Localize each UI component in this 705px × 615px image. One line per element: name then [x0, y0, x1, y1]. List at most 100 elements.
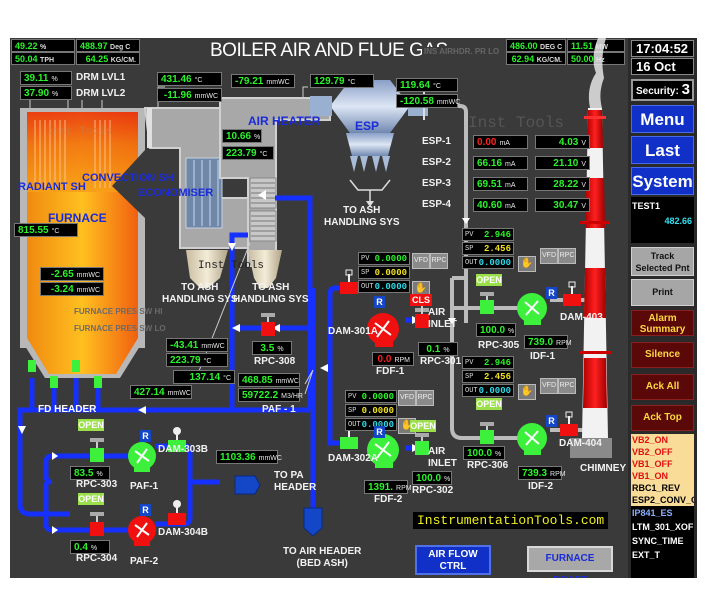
to-air-header-label: TO AIR HEADER(BED ASH) [283, 546, 361, 570]
alarm-item-unacked[interactable]: VB2_ON [632, 435, 669, 445]
idf2-rpc-button[interactable]: RPC [558, 378, 576, 394]
page-title: BOILER AIR AND FLUE GAS [210, 40, 448, 61]
value: 815.55 [18, 225, 49, 236]
fan-idf1 [517, 293, 547, 325]
rpc305-position: 100.0% [476, 323, 516, 337]
rpc306-open-status: OPEN [476, 398, 502, 410]
out-value: 0.0000 [361, 420, 394, 430]
fdf2-vfd-button[interactable]: VFD [398, 390, 416, 406]
unit: % [444, 476, 451, 483]
system-button[interactable]: System [631, 167, 694, 195]
idf1-vfd-button[interactable]: VFD [540, 248, 558, 264]
esp-field-name: ESP-3 [422, 178, 451, 189]
last-button[interactable]: Last [631, 136, 694, 164]
unit: % [51, 76, 58, 83]
paf1-remote-badge: R [140, 430, 151, 442]
event-item[interactable]: EXT_T [632, 550, 661, 560]
fdf1-vfd-button[interactable]: VFD [412, 253, 430, 269]
value: 1103.36 [220, 452, 256, 463]
ah-gas-temp-readout: 223.79°C [222, 146, 274, 160]
idf2-label: IDF-2 [528, 481, 553, 492]
furnace-draft-button[interactable]: FURNACE DRAFT [527, 546, 613, 578]
sp-label: SP [465, 245, 474, 253]
rpc301-position: 0.1% [418, 342, 458, 356]
to-pa-header-arrow [234, 475, 261, 495]
event-item[interactable]: IP841_ES [632, 508, 673, 518]
pv-value: 0.0000 [361, 392, 394, 402]
unit: RPM [556, 340, 572, 347]
rpc302-position: 100.0% [412, 471, 452, 485]
silence-button[interactable]: Silence [631, 342, 694, 368]
idf2-vfd-button[interactable]: VFD [540, 378, 558, 394]
valve-rpc303 [90, 438, 104, 462]
fan-paf1 [128, 442, 156, 472]
idf1-remote-badge: R [546, 287, 557, 299]
furnace-label: FURNACE [48, 211, 107, 225]
value: 739.0 [528, 337, 554, 348]
unit: °C [51, 228, 60, 235]
ack-top-button[interactable]: Ack Top [631, 405, 694, 431]
unit: mA [505, 203, 516, 210]
value: -11.96 [163, 90, 192, 101]
alarm-item-unacked[interactable]: VB1_ON [632, 471, 669, 481]
rpc303-label: RPC-303 [76, 479, 118, 490]
header-text: HEADER [274, 482, 317, 493]
fdf1-remote-badge: R [374, 296, 385, 308]
menu-button[interactable]: Menu [631, 105, 694, 133]
ack-all-button[interactable]: Ack All [631, 374, 694, 400]
alarm-list[interactable]: VB2_ON VB2_OFF VB1_OFF VB1_ON RBC1_REV ESP2_C… [631, 434, 694, 506]
out-value: 0.0000 [374, 282, 407, 292]
unit: mmWC [258, 455, 282, 462]
idf1-rpc-button[interactable]: RPC [558, 248, 576, 264]
unit: mmWC [275, 378, 299, 385]
alarm-item-acked[interactable]: ESP2_CONV_ON [632, 495, 694, 505]
economiser-label: ECONOMISER [138, 187, 214, 199]
value: 129.79 [314, 76, 345, 87]
alarm-item-acked[interactable]: RBC1_REV [632, 483, 681, 493]
value: 223.79 [170, 355, 201, 366]
fdf2-rpc-button[interactable]: RPC [416, 390, 434, 406]
print-button[interactable]: Print [631, 279, 694, 306]
to-ash-text: TO ASH [181, 282, 219, 293]
drum-level-1-label: DRM LVL1 [76, 72, 126, 83]
sp-label: SP [465, 373, 474, 381]
track-text: Track [650, 251, 675, 261]
event-item[interactable]: SYNC_TIME [632, 536, 684, 546]
dam303b-label: DAM-303B [158, 444, 209, 455]
event-item[interactable]: LTM_301_XOF [632, 522, 694, 532]
esp-outlet-temp-readout: 119.64°C [396, 78, 458, 92]
unit: % [277, 346, 284, 353]
fdf1-rpc-button[interactable]: RPC [430, 253, 448, 269]
fan-idf2 [517, 423, 547, 455]
idf1-manual-hand-icon[interactable]: ✋ [518, 256, 536, 272]
idf2-manual-hand-icon[interactable]: ✋ [518, 384, 536, 400]
pv-label: PV [348, 393, 357, 401]
economiser-bank [185, 157, 223, 229]
fan-paf2 [128, 516, 156, 546]
process-diagram [17, 38, 612, 546]
damper-dam303b [168, 427, 186, 452]
unit: V [581, 203, 586, 210]
alarm-item-unacked[interactable]: VB1_OFF [632, 459, 673, 469]
value: 69.51 [477, 179, 503, 190]
alarm-item-unacked[interactable]: VB2_OFF [632, 447, 673, 457]
event-list[interactable]: IP841_ES LTM_301_XOF SYNC_TIME EXT_T [631, 506, 694, 578]
unit: °C [223, 375, 231, 382]
